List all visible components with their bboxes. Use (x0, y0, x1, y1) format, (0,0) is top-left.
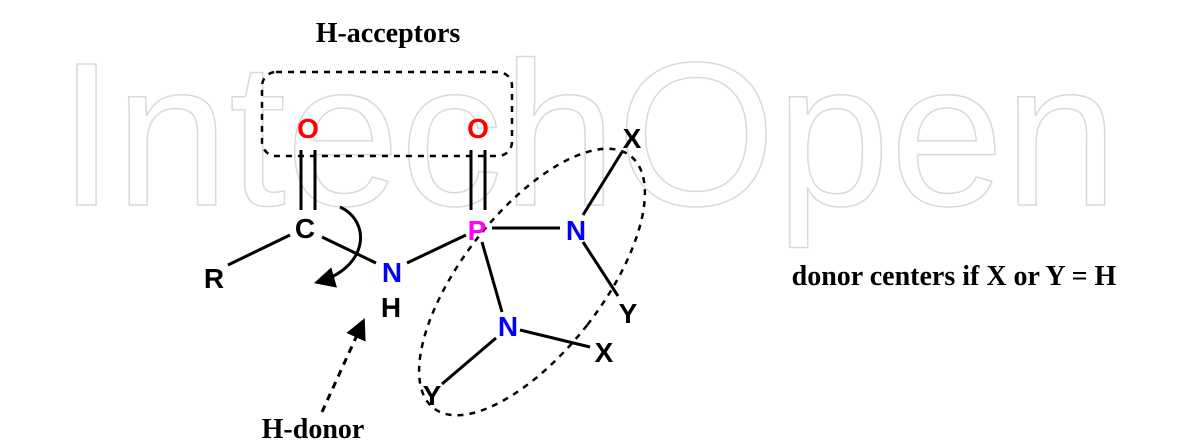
atom-o-phosphoryl: O (467, 113, 489, 144)
h-acceptors-label: H-acceptors (316, 18, 461, 49)
curved-arrow (313, 205, 363, 288)
atom-y-right: Y (619, 298, 638, 329)
atom-o-carbonyl: O (297, 113, 319, 144)
bond-n-p (406, 233, 467, 265)
atom-x-top: X (623, 123, 642, 154)
bond-r-c (227, 233, 291, 267)
h-acceptor-region (260, 70, 514, 158)
atom-n-lower: N (498, 311, 518, 342)
bond-n-y-right (581, 241, 620, 297)
donor-center-region (417, 147, 647, 417)
atom-r: R (204, 263, 224, 294)
bond-n-y-lower (441, 336, 497, 386)
donor-centers-label: donor centers if X or Y = H (792, 261, 1117, 292)
bond-p-n-lower (480, 241, 504, 313)
atom-n-amide: N (382, 257, 402, 288)
atom-c: C (295, 213, 315, 244)
bond-c-n (321, 235, 377, 265)
h-donor-arrow (320, 318, 366, 413)
atom-x-lower: X (595, 337, 614, 368)
bond-n-x-lower (519, 328, 591, 349)
bond-n-x-top (581, 151, 624, 216)
atom-y-lower: Y (423, 380, 442, 411)
atom-h-amide: H (381, 292, 401, 323)
bonds (227, 150, 624, 386)
atom-p: P (468, 215, 487, 246)
watermark: IntechOpen (58, 20, 1118, 249)
atom-n-right: N (566, 215, 586, 246)
h-donor-label: H-donor (262, 414, 365, 443)
